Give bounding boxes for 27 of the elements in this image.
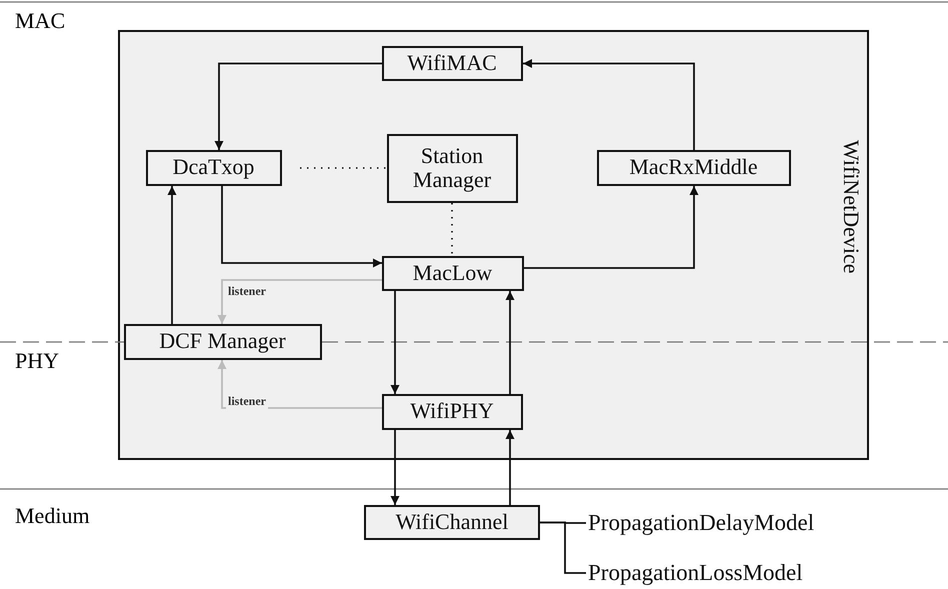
connector-line bbox=[540, 522, 586, 574]
arrow bbox=[506, 430, 514, 505]
arrow bbox=[214, 62, 382, 150]
layer-label: PHY bbox=[15, 348, 60, 374]
edge-label: listener bbox=[226, 394, 268, 409]
layer-label: MAC bbox=[15, 8, 66, 34]
component-box: MacLow bbox=[382, 256, 524, 290]
arrow bbox=[218, 279, 382, 324]
arrow bbox=[390, 430, 400, 505]
component-text: PropagationDelayModel bbox=[588, 507, 878, 539]
device-frame bbox=[118, 30, 869, 460]
arrow bbox=[221, 186, 382, 268]
device-label: WifiNetDevice bbox=[838, 140, 863, 274]
component-box: MacRxMiddle bbox=[596, 150, 790, 186]
arrow bbox=[390, 291, 400, 394]
component-box: DCF Manager bbox=[124, 324, 322, 360]
component-box: DcaTxop bbox=[146, 150, 282, 186]
component-box: Station Manager bbox=[386, 134, 518, 202]
component-box: WifiMAC bbox=[382, 46, 522, 80]
component-box: WifiChannel bbox=[364, 505, 540, 540]
arrow bbox=[506, 291, 514, 394]
component-box: WifiPHY bbox=[382, 394, 522, 430]
component-text: PropagationLossModel bbox=[588, 557, 868, 589]
layer-label: Medium bbox=[15, 503, 90, 529]
arrow bbox=[524, 186, 698, 269]
arrow bbox=[168, 186, 176, 324]
arrow bbox=[523, 59, 695, 150]
